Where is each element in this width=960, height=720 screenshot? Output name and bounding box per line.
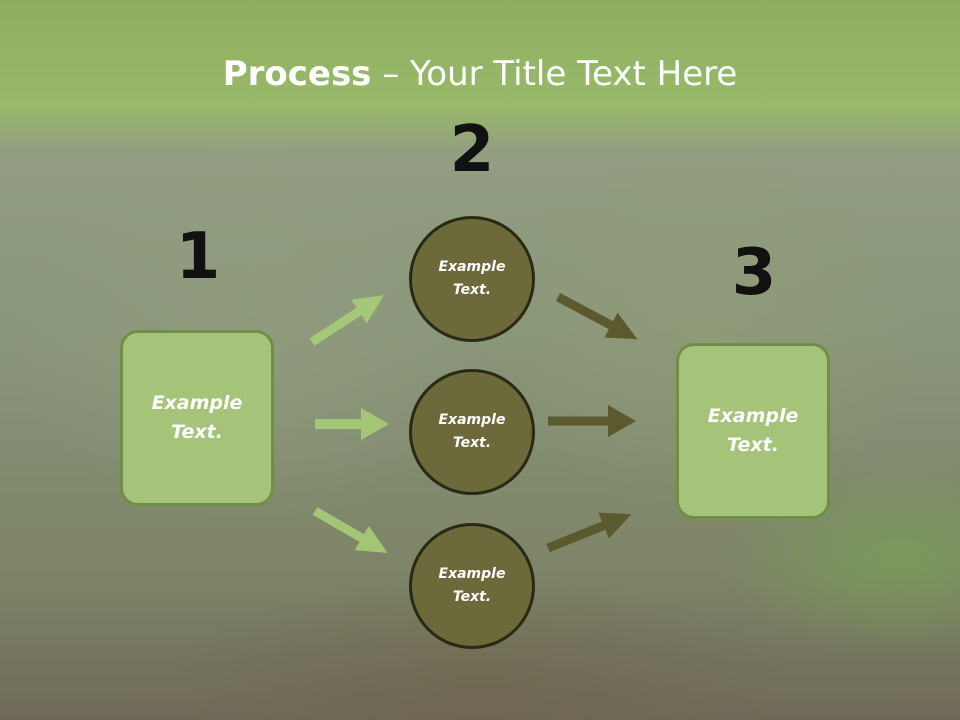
arrow-down-right-light bbox=[312, 507, 388, 553]
circle-step-middle: Example Text. bbox=[409, 369, 535, 495]
circle-top-line2: Text. bbox=[452, 282, 492, 298]
right-box-line1: Example bbox=[707, 405, 799, 427]
circle-bottom-line2: Text. bbox=[452, 589, 492, 605]
step-number-1: 1 bbox=[175, 220, 221, 294]
circle-step-bottom: Example Text. bbox=[409, 523, 535, 649]
arrow-right-dark bbox=[548, 405, 636, 437]
circle-top-line1: Example bbox=[438, 259, 506, 275]
step-number-2: 2 bbox=[449, 113, 495, 187]
title-bar bbox=[0, 0, 960, 150]
arrow-up-right-dark bbox=[546, 512, 632, 553]
left-box-line2: Text. bbox=[171, 421, 223, 443]
right-process-box: Example Text. bbox=[676, 343, 830, 519]
arrow-down-right-dark bbox=[555, 293, 638, 340]
arrow-right-light bbox=[315, 408, 389, 440]
title-bold: Process bbox=[222, 54, 372, 94]
circle-step-top: Example Text. bbox=[409, 216, 535, 342]
title-rest: – Your Title Text Here bbox=[371, 54, 738, 94]
step-number-3: 3 bbox=[731, 236, 777, 310]
circle-middle-line1: Example bbox=[438, 412, 506, 428]
arrow-up-right-light bbox=[309, 295, 385, 346]
left-process-box: Example Text. bbox=[120, 330, 274, 506]
slide-title: Process – Your Title Text Here bbox=[0, 52, 960, 96]
left-box-line1: Example bbox=[151, 392, 243, 414]
right-box-line2: Text. bbox=[727, 434, 779, 456]
circle-bottom-line1: Example bbox=[438, 566, 506, 582]
circle-middle-line2: Text. bbox=[452, 435, 492, 451]
